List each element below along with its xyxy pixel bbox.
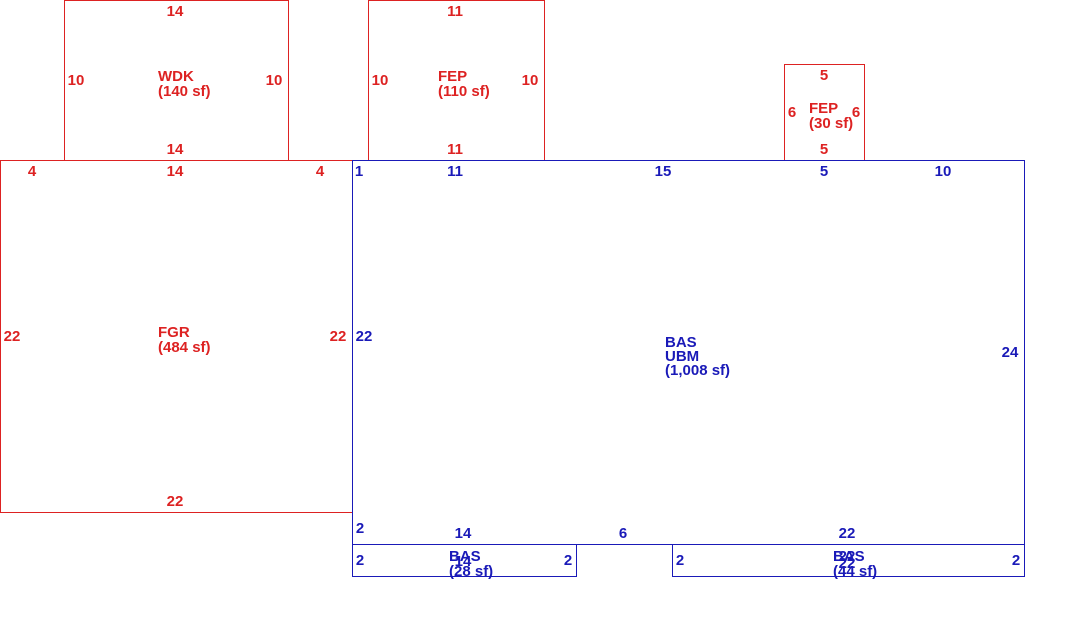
bas-main-dim-top-10: 10 — [935, 163, 952, 180]
fep-large-dim-right: 10 — [522, 72, 539, 89]
fep-small-code-label: FEP — [809, 100, 838, 117]
fgr-dim-right: 22 — [330, 328, 347, 345]
fgr-dim-bottom: 22 — [167, 493, 184, 510]
wdk-dim-left: 10 — [68, 72, 85, 89]
bas-main-dim-top-11: 11 — [447, 163, 463, 180]
bas-main-dim-bottom-left: 2 — [356, 520, 364, 537]
bas-main-dim-top-5: 5 — [820, 163, 828, 180]
bas-main-dim-left: 22 — [356, 328, 373, 345]
fgr-dim-left: 22 — [4, 328, 21, 345]
bas-main-code-label: BAS — [665, 334, 697, 351]
fgr-code-label: FGR — [158, 324, 190, 341]
bas-small-right-dim-right: 2 — [1012, 552, 1020, 569]
bas-small-right-overlap-bottom: 22 — [839, 555, 856, 572]
wdk-code-label: WDK — [158, 68, 194, 85]
fgr-dim-top-left: 4 — [28, 163, 37, 180]
wdk-area-label: (140 sf) — [158, 83, 211, 100]
bas-small-right-dim-left: 2 — [676, 552, 684, 569]
bas-small-right-overlap-top: 22 — [839, 548, 856, 565]
bas-small-right-area-label: (44 sf) — [833, 563, 877, 580]
fep-large-dim-top: 11 — [447, 3, 463, 20]
fep-small-dim-left: 6 — [788, 104, 796, 121]
bas-main-area-label: (1,008 sf) — [665, 362, 730, 379]
bas-small-left-overlap-label: 14 — [455, 553, 472, 570]
fep-small-dim-top: 5 — [820, 67, 828, 84]
bas-main-dim-bottom-14: 14 — [455, 525, 472, 542]
bas-small-right-code-label: BAS — [833, 548, 865, 565]
wdk-dim-right: 10 — [266, 72, 283, 89]
fgr-dim-top-right: 4 — [316, 163, 325, 180]
fep-small-area-label: (30 sf) — [809, 115, 853, 132]
fep-small-dim-bottom: 5 — [820, 141, 828, 158]
bas-main-dim-top-1: 1 — [355, 163, 363, 180]
bas-small-left-dim-left: 2 — [356, 552, 364, 569]
fgr-area-label: (484 sf) — [158, 339, 211, 356]
bas-main-dim-bottom-6: 6 — [619, 525, 627, 542]
bas-main-dim-right: 24 — [1002, 344, 1019, 361]
bas-small-left-outline — [352, 544, 577, 577]
bas-main-code2-label: UBM — [665, 348, 699, 365]
wdk-dim-top: 14 — [167, 3, 184, 20]
bas-small-left-dim-right: 2 — [564, 552, 572, 569]
bas-small-left-code-label: BAS — [449, 548, 481, 565]
bas-small-left-area-label: (28 sf) — [449, 563, 493, 580]
fep-large-dim-bottom: 11 — [447, 141, 463, 158]
fep-large-dim-left: 10 — [372, 72, 389, 89]
fgr-dim-top: 14 — [167, 163, 184, 180]
wdk-dim-bottom: 14 — [167, 141, 184, 158]
bas-main-dim-bottom-22: 22 — [839, 525, 856, 542]
fep-large-code-label: FEP — [438, 68, 467, 85]
bas-main-dim-top-15: 15 — [655, 163, 672, 180]
fep-small-dim-right: 6 — [852, 104, 860, 121]
fep-large-area-label: (110 sf) — [438, 83, 490, 100]
bas-small-right-outline — [672, 544, 1025, 577]
